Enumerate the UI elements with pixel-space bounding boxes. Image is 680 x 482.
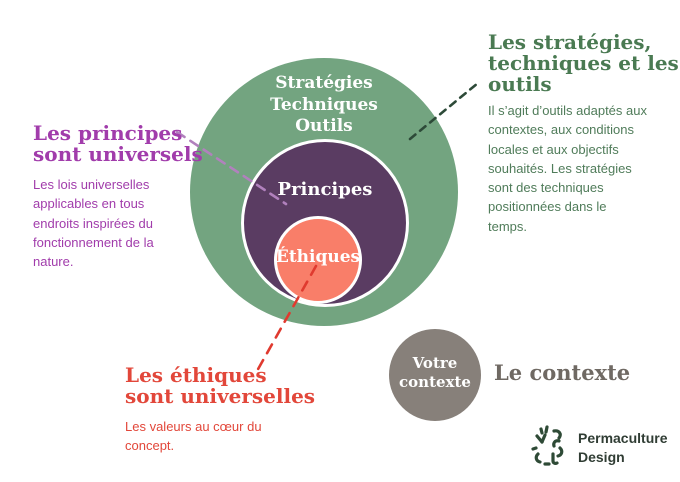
- logo-stroke: [540, 433, 547, 444]
- strategies-annotation-body: Il s’agit d’outils adaptés aux contextes…: [488, 103, 647, 234]
- logo-stroke: [552, 429, 562, 440]
- contexte-circle-label: Votre contexte: [399, 354, 471, 391]
- logo-stroke: [552, 439, 561, 448]
- ethiques-annotation-heading: Les éthiques sont universelles: [125, 363, 316, 408]
- logo-stroke: [539, 427, 544, 435]
- ethiques-circle-label: Éthiques: [275, 247, 361, 267]
- principes-annotation-heading: Les principes sont universels: [33, 121, 203, 166]
- contexte-circle: [389, 329, 481, 421]
- permaculture-design-logo-icon: [531, 425, 564, 466]
- strategies-annotation-heading: Les stratégies, techniques et les outils: [488, 30, 679, 96]
- logo-stroke: [531, 446, 538, 451]
- principes-annotation-body: Les lois universelles applicables en tou…: [33, 177, 154, 270]
- principes-circle-label: Principes: [277, 179, 373, 200]
- ethiques-annotation-body: Les valeurs au cœur du concept.: [125, 419, 262, 454]
- strategies-circle-label: Stratégies Techniques Outils: [270, 73, 378, 136]
- permaculture-design-logo-text: Permaculture Design: [578, 430, 668, 465]
- logo-stroke: [544, 425, 549, 434]
- logo-stroke: [534, 452, 542, 464]
- logo-stroke: [556, 446, 564, 458]
- logo-stroke: [551, 452, 559, 465]
- contexte-caption: Le contexte: [494, 360, 631, 385]
